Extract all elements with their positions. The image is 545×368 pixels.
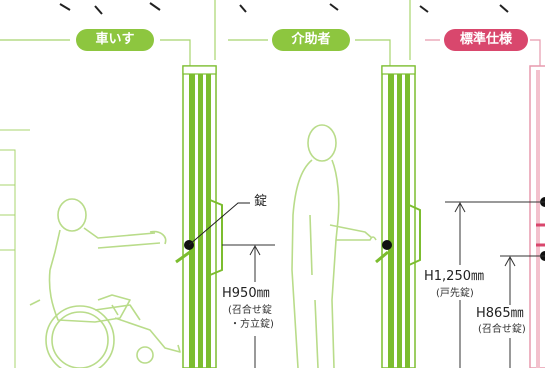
door-frame-1 (175, 65, 223, 368)
lock-leader (188, 202, 250, 246)
tag-wheelchair: 車いす (76, 29, 154, 51)
dim3-value: H865㎜ (476, 306, 524, 321)
dimension-h1250 (445, 201, 545, 368)
dim2-value: H1,250㎜ (424, 269, 484, 284)
tag-leader-wheelchair (0, 39, 191, 66)
tag-leader-caregiver (228, 39, 391, 66)
tag-standard: 標準仕様 (444, 29, 528, 51)
door-frame-2 (375, 65, 421, 368)
dimension-h865 (500, 255, 545, 368)
dim1-sub2: ・方立錠) (230, 319, 274, 330)
lock-label: 錠 (254, 194, 268, 209)
lock-dot-2 (382, 240, 392, 250)
caregiver-figure (291, 124, 377, 368)
wheelchair-user-figure (29, 198, 181, 368)
cropped-caption-strokes (59, 2, 509, 15)
dim2-sub: (戸先錠) (436, 288, 474, 299)
wall-shelf (0, 129, 30, 368)
tag-caregiver: 介助者 (272, 29, 350, 51)
dim3-sub: (召合せ錠) (478, 324, 526, 335)
dim1-value: H950㎜ (222, 286, 270, 301)
dim1-sub1: (召合せ錠 (228, 305, 272, 316)
door-frame-3 (529, 65, 545, 368)
dimension-h950 (222, 244, 275, 368)
tag-leader-standard (425, 39, 541, 66)
